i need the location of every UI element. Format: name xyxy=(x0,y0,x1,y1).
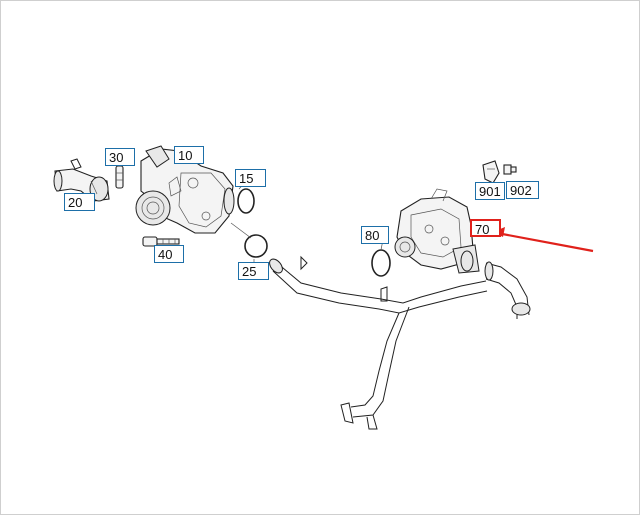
part-10-thermostat-housing xyxy=(135,145,235,234)
part-80-o-ring xyxy=(371,249,391,277)
right-hose xyxy=(484,261,531,319)
callout-902[interactable]: 902 xyxy=(506,181,539,199)
callout-40[interactable]: 40 xyxy=(154,245,184,263)
callout-70[interactable]: 70 xyxy=(470,219,501,237)
callout-25[interactable]: 25 xyxy=(238,262,269,280)
callout-80[interactable]: 80 xyxy=(361,226,389,244)
part-40-bolt xyxy=(142,236,180,247)
callout-10[interactable]: 10 xyxy=(174,146,204,164)
callout-15[interactable]: 15 xyxy=(235,169,266,187)
coolant-pipe xyxy=(269,255,488,430)
part-15-o-ring xyxy=(237,188,255,214)
callout-20[interactable]: 20 xyxy=(64,193,95,211)
part-25-o-ring xyxy=(244,234,268,258)
highlight-arrow xyxy=(493,227,594,253)
part-70-thermostat-housing xyxy=(394,188,480,274)
part-30-fitting xyxy=(115,165,124,189)
callout-30[interactable]: 30 xyxy=(105,148,135,166)
callout-901[interactable]: 901 xyxy=(475,182,505,200)
part-901-sensor xyxy=(482,160,500,184)
part-902-plug xyxy=(503,164,517,175)
